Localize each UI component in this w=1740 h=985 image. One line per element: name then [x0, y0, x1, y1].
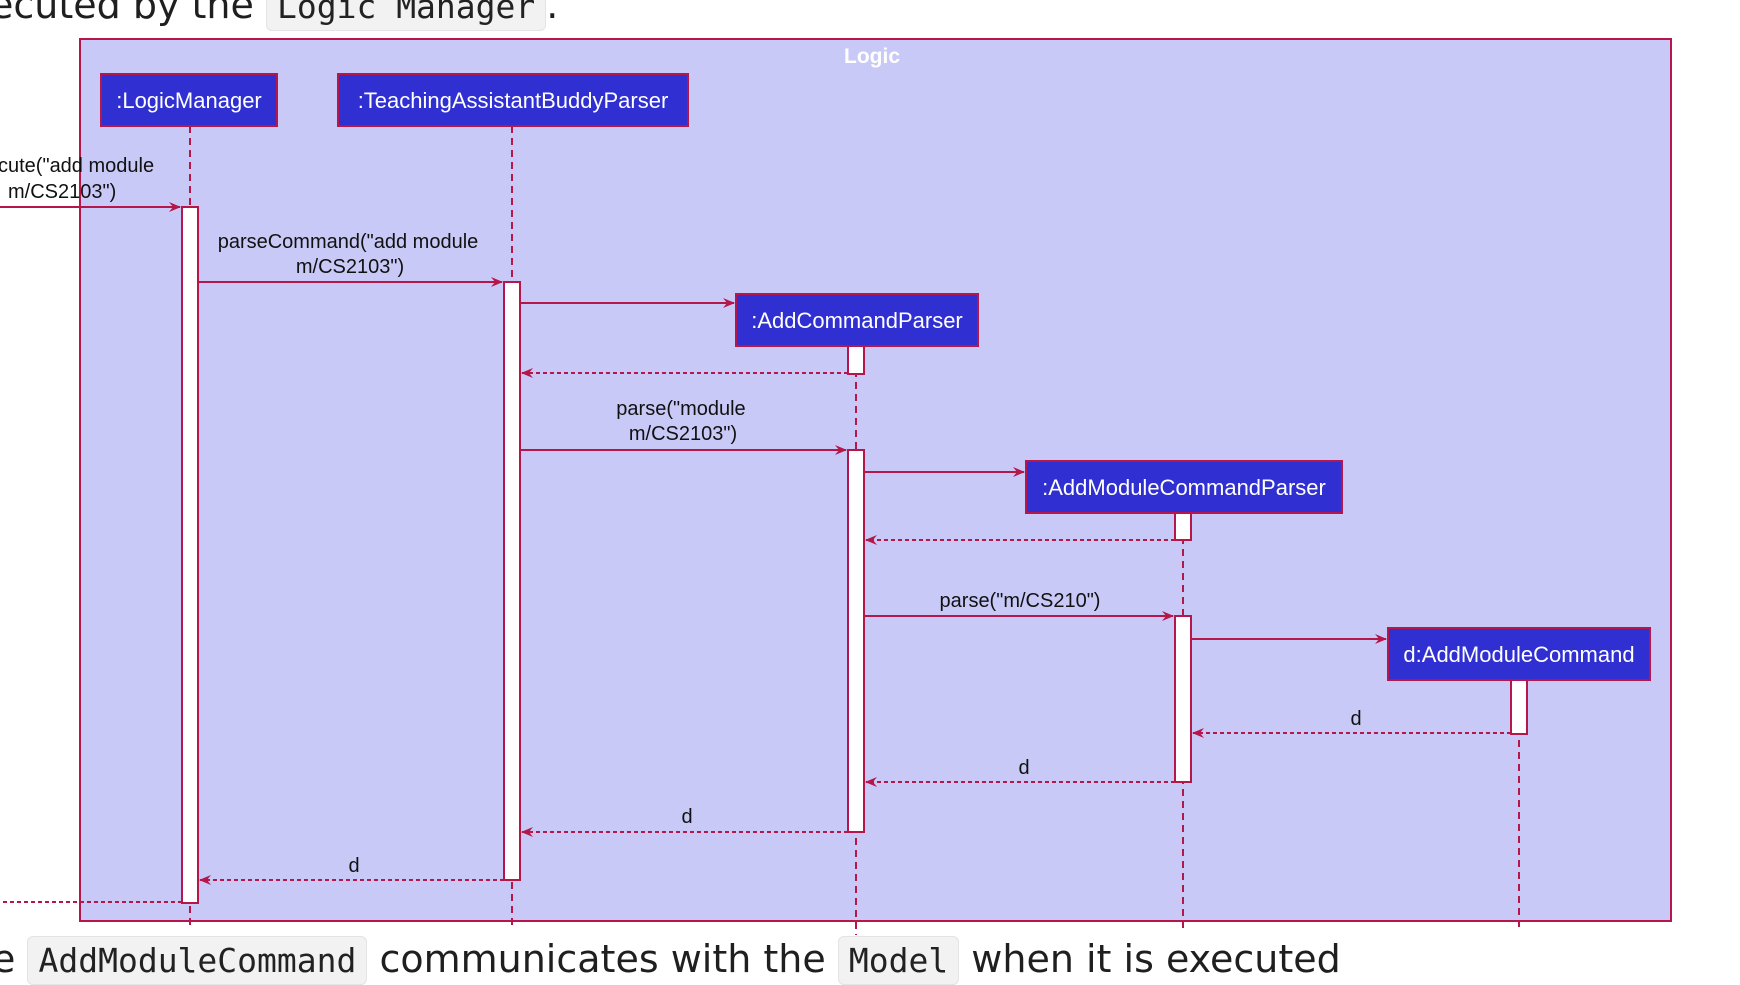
- participant-add-module-command-parser: :AddModuleCommandParser: [1025, 460, 1343, 514]
- message-parse-module: parse("module m/CS2103"): [520, 398, 847, 455]
- participant-teaching-assistant-buddy-parser: :TeachingAssistantBuddyParser: [337, 73, 689, 127]
- logic-frame: [79, 38, 1672, 922]
- message-execute: cute("add module m/CS2103"): [0, 155, 181, 212]
- activation-teaching-assistant-buddy-parser: [503, 281, 521, 881]
- message-return-d-4-label: d: [348, 855, 359, 877]
- outro-text: e AddModuleCommand communicates with the…: [0, 936, 1341, 985]
- participant-add-command-parser-label: :AddCommandParser: [751, 308, 963, 333]
- participant-add-module-command-parser-label: :AddModuleCommandParser: [1042, 475, 1326, 500]
- participant-add-command-parser: :AddCommandParser: [735, 293, 979, 347]
- message-parse-command-label-2: m/CS2103"): [296, 256, 404, 278]
- logic-frame-label: Logic: [844, 45, 900, 68]
- activation-add-module-command: [1510, 679, 1528, 735]
- participant-teaching-assistant-buddy-parser-label: :TeachingAssistantBuddyParser: [358, 88, 669, 113]
- message-parse-cs210: parse("m/CS210"): [864, 590, 1174, 621]
- activation-add-module-command-parser: [1174, 615, 1192, 783]
- message-parse-command: parseCommand("add module m/CS2103"): [198, 231, 503, 287]
- message-return-d-3: d: [521, 806, 848, 837]
- message-return-d-4: d: [199, 855, 504, 885]
- intro-text-after: .: [546, 0, 559, 27]
- activation-add-command-parser-short: [847, 345, 865, 375]
- participant-logic-manager-label: :LogicManager: [116, 88, 262, 113]
- message-parse-cs210-label: parse("m/CS210"): [940, 590, 1101, 612]
- message-parse-module-label-2: m/CS2103"): [629, 423, 737, 445]
- message-return-d-2: d: [865, 757, 1175, 787]
- activation-add-command-parser: [847, 449, 865, 833]
- intro-text: ecuted by the Logic Manager.: [0, 0, 559, 31]
- message-execute-label-2: m/CS2103"): [8, 181, 116, 203]
- message-parse-command-label-1: parseCommand("add module: [218, 231, 479, 253]
- message-return-d-2-label: d: [1018, 757, 1029, 779]
- message-return-d-3-label: d: [681, 806, 692, 828]
- intro-code-logic-manager: Logic Manager: [265, 0, 547, 31]
- intro-text-before: ecuted by the: [0, 0, 254, 27]
- message-return-d-1: d: [1192, 708, 1511, 738]
- outro-code-add-module-command: AddModuleCommand: [27, 936, 368, 985]
- participant-add-module-command: d:AddModuleCommand: [1387, 627, 1651, 681]
- outro-code-model: Model: [837, 936, 960, 985]
- outro-text-3: when it is executed: [971, 937, 1341, 981]
- participant-logic-manager: :LogicManager: [100, 73, 278, 127]
- activation-logic-manager: [181, 206, 199, 904]
- activation-add-module-command-parser-short: [1174, 512, 1192, 541]
- message-parse-module-label-1: parse("module: [616, 398, 745, 420]
- outro-text-1: e: [0, 937, 16, 981]
- message-execute-label-1: cute("add module: [0, 155, 154, 177]
- outro-text-2: communicates with the: [379, 937, 826, 981]
- message-return-d-1-label: d: [1350, 708, 1361, 730]
- participant-add-module-command-label: d:AddModuleCommand: [1403, 642, 1634, 667]
